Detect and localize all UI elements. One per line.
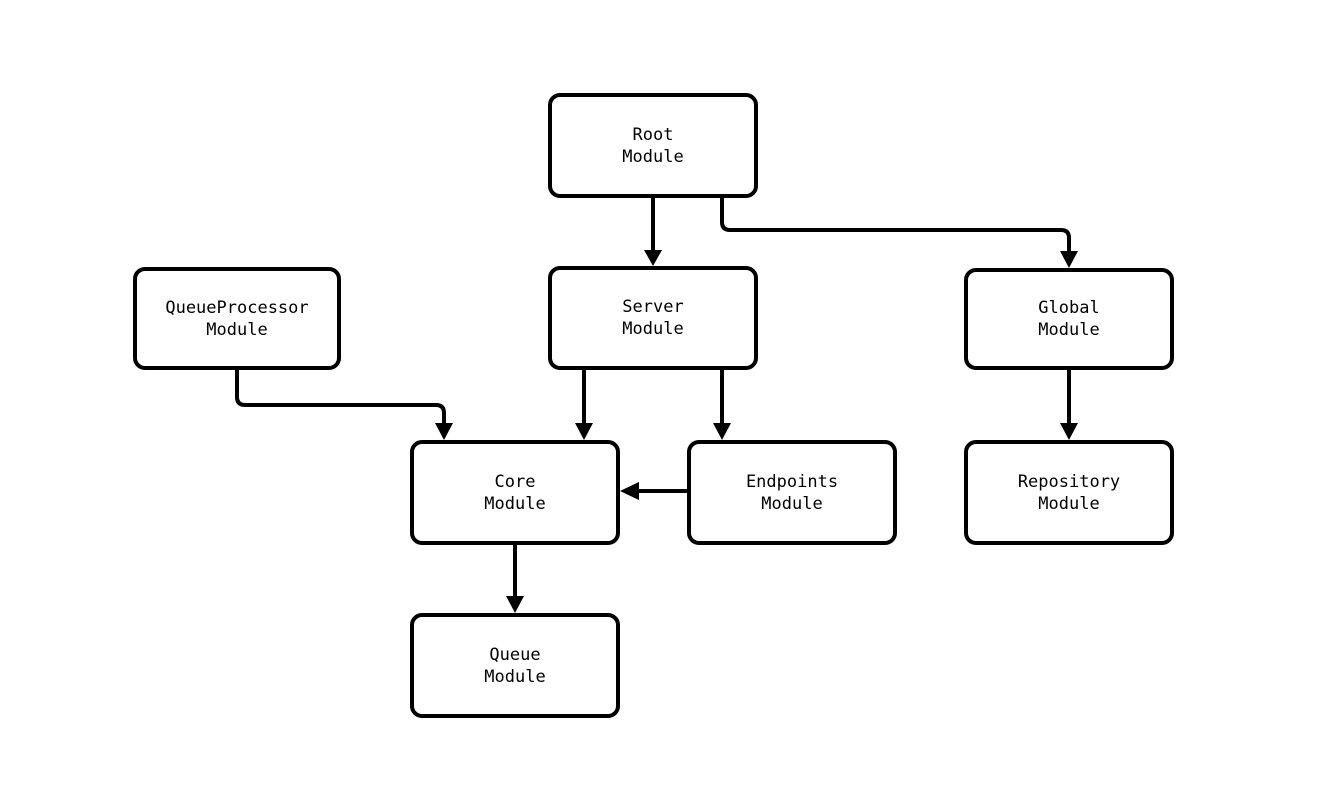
edge-queueprocessor-to-core	[235, 370, 453, 440]
edge-server-to-endpoints	[713, 370, 731, 440]
node-repository-module-label: Repository Module	[1017, 471, 1121, 514]
node-server-module-label: Server Module	[622, 297, 684, 339]
node-core-module-label: Core Module	[484, 471, 546, 514]
node-core-module[interactable]: Core Module	[410, 440, 620, 545]
edge-server-to-core	[575, 370, 593, 440]
node-server-module[interactable]: Server Module	[548, 266, 758, 370]
node-repository-module[interactable]: Repository Module	[964, 440, 1174, 545]
node-queueprocessor-module-label: QueueProcessor Module	[165, 297, 309, 340]
edge-root-to-global	[720, 198, 1078, 268]
node-root-module-label: Root Module	[622, 124, 684, 167]
edge-endpoints-to-core	[620, 482, 687, 500]
node-global-module-label: Global Module	[1038, 298, 1100, 340]
node-root-module[interactable]: Root Module	[548, 93, 758, 198]
node-global-module[interactable]: Global Module	[964, 268, 1174, 370]
node-queueprocessor-module[interactable]: QueueProcessor Module	[133, 267, 341, 370]
node-endpoints-module-label: Endpoints Module	[745, 471, 839, 514]
node-endpoints-module[interactable]: Endpoints Module	[687, 440, 897, 545]
node-queue-module-label: Queue Module	[484, 644, 546, 687]
edge-global-to-repository	[1060, 370, 1078, 440]
edge-core-to-queue	[506, 545, 524, 613]
node-queue-module[interactable]: Queue Module	[410, 613, 620, 718]
edge-root-to-server	[644, 198, 662, 266]
